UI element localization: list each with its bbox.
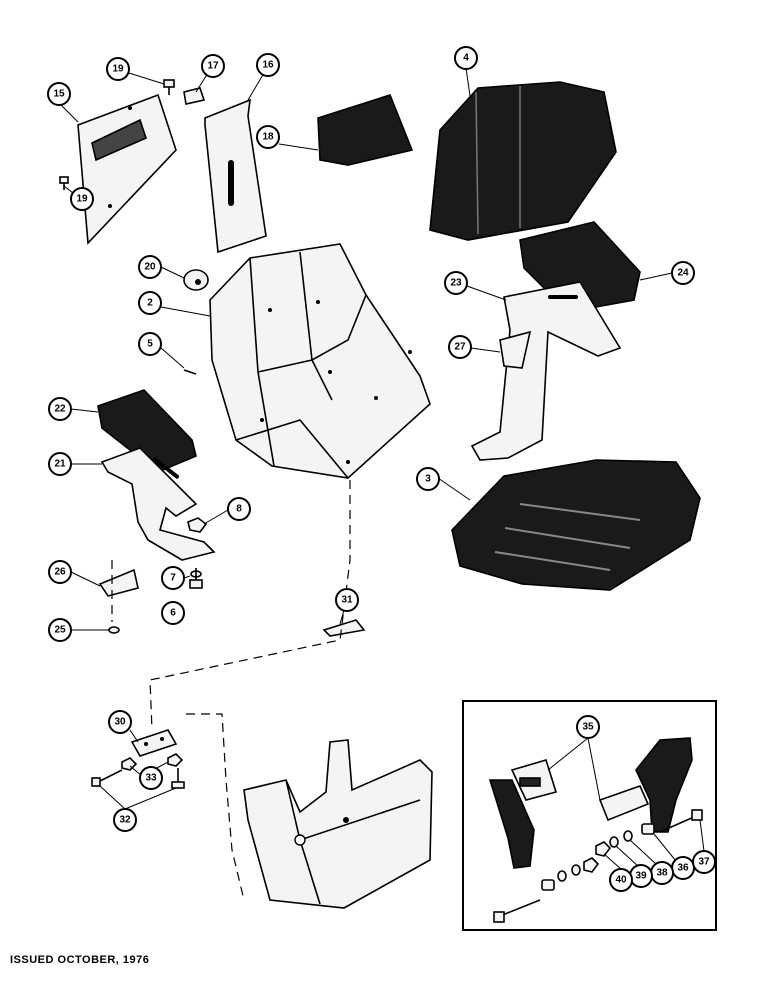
callout-5: 5 xyxy=(138,332,162,356)
callout-18: 18 xyxy=(256,125,280,149)
svg-text:20: 20 xyxy=(144,262,156,273)
svg-text:2: 2 xyxy=(147,298,153,309)
callout-21: 21 xyxy=(48,452,72,476)
callout-30: 30 xyxy=(108,710,132,734)
svg-text:30: 30 xyxy=(114,717,126,728)
bracket-part-27 xyxy=(499,330,532,369)
bolt-part-6 xyxy=(189,568,203,589)
callout-31: 31 xyxy=(335,588,359,612)
callout-6: 6 xyxy=(161,601,185,625)
svg-text:4: 4 xyxy=(463,53,469,64)
svg-text:31: 31 xyxy=(341,595,353,606)
back-cushion-part-4 xyxy=(429,81,617,241)
svg-text:40: 40 xyxy=(615,875,627,886)
svg-text:35: 35 xyxy=(582,722,594,733)
svg-text:15: 15 xyxy=(53,89,65,100)
callout-39: 39 xyxy=(629,864,653,888)
plate-part-31 xyxy=(322,619,366,637)
callout-19-top: 19 xyxy=(106,57,130,81)
svg-text:33: 33 xyxy=(145,773,157,784)
callout-19-bottom: 19 xyxy=(70,187,94,211)
callout-7: 7 xyxy=(161,566,185,590)
assembly-lines xyxy=(111,480,351,901)
callout-32: 32 xyxy=(113,808,137,832)
svg-text:16: 16 xyxy=(262,60,274,71)
callout-16: 16 xyxy=(256,53,280,77)
seat-belt-inset xyxy=(462,700,717,931)
callout-8: 8 xyxy=(227,497,251,521)
callout-15: 15 xyxy=(47,82,71,106)
svg-text:3: 3 xyxy=(425,474,431,485)
clip-plate-part-30 xyxy=(130,729,178,757)
svg-text:18: 18 xyxy=(262,132,274,143)
slotted-bracket-part-16 xyxy=(204,98,267,254)
armrest-pad-part-22 xyxy=(97,389,197,473)
callout-27: 27 xyxy=(448,335,472,359)
callout-22: 22 xyxy=(48,397,72,421)
callout-2: 2 xyxy=(138,291,162,315)
leader-lines xyxy=(58,67,705,870)
clip-part-17 xyxy=(183,87,206,105)
bolt-part-37 xyxy=(493,809,703,923)
callout-37: 37 xyxy=(692,850,716,874)
callout-40: 40 xyxy=(609,868,633,892)
arm-bracket-part-23 xyxy=(470,281,622,461)
seat-cushion-part-3 xyxy=(451,459,701,591)
callout-25: 25 xyxy=(48,618,72,642)
callout-20: 20 xyxy=(138,255,162,279)
back-cushion-part-18 xyxy=(317,94,414,166)
issue-date-footer: ISSUED OCTOBER, 1976 xyxy=(10,954,150,966)
svg-text:25: 25 xyxy=(54,625,66,636)
seat-belt-part-35 xyxy=(488,737,693,869)
washer-part-38 xyxy=(557,830,633,882)
callout-24: 24 xyxy=(671,261,695,285)
nut-part-40 xyxy=(583,841,612,873)
svg-text:17: 17 xyxy=(207,61,219,72)
svg-text:6: 6 xyxy=(170,608,176,619)
svg-text:23: 23 xyxy=(450,278,462,289)
screw-part-19-top xyxy=(163,79,175,95)
svg-text:26: 26 xyxy=(54,567,66,578)
screw-part-5 xyxy=(183,369,197,375)
callout-36: 36 xyxy=(671,856,695,880)
knob-part-20 xyxy=(183,269,209,291)
callout-33: 33 xyxy=(139,766,163,790)
callout-38: 38 xyxy=(650,861,674,885)
svg-text:8: 8 xyxy=(236,504,242,515)
bolt-part-32 xyxy=(91,768,185,789)
callout-23: 23 xyxy=(444,271,468,295)
callout-3: 3 xyxy=(416,467,440,491)
svg-text:36: 36 xyxy=(677,863,689,874)
nut-part-33 xyxy=(121,753,184,771)
side-bracket-part-15 xyxy=(77,93,177,245)
svg-text:32: 32 xyxy=(119,815,131,826)
svg-text:37: 37 xyxy=(698,857,710,868)
arm-bracket-part-21 xyxy=(100,447,216,561)
svg-text:5: 5 xyxy=(147,339,153,350)
svg-text:7: 7 xyxy=(170,573,176,584)
callout-35: 35 xyxy=(576,715,600,739)
callout-17: 17 xyxy=(201,54,225,78)
svg-text:19: 19 xyxy=(112,64,124,75)
callout-26: 26 xyxy=(48,560,72,584)
svg-text:39: 39 xyxy=(635,871,647,882)
svg-text:24: 24 xyxy=(677,268,689,279)
seat-pan-part-2 xyxy=(209,243,431,479)
lock-washer-part-39 xyxy=(571,836,619,876)
svg-text:22: 22 xyxy=(54,404,66,415)
svg-text:27: 27 xyxy=(454,342,466,353)
svg-text:38: 38 xyxy=(656,868,668,879)
nut-part-8 xyxy=(187,517,208,533)
svg-text:21: 21 xyxy=(54,459,66,470)
seat-base-frame xyxy=(243,739,433,909)
svg-text:19: 19 xyxy=(76,194,88,205)
bushing-part-36 xyxy=(541,823,655,891)
screw-part-25 xyxy=(108,626,120,634)
callout-4: 4 xyxy=(454,46,478,70)
angle-bracket-part-26 xyxy=(98,568,139,597)
